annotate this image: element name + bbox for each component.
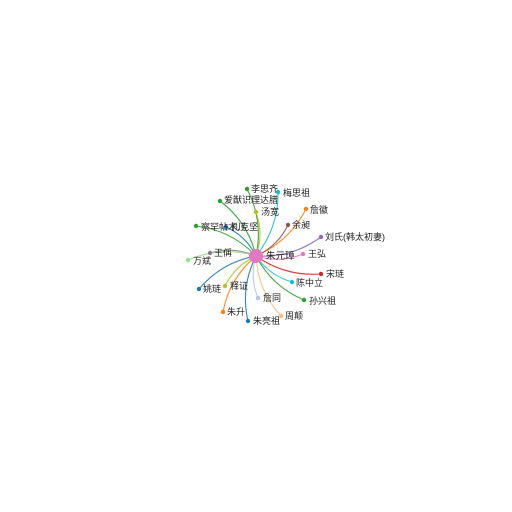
graph-node[interactable]	[253, 209, 259, 215]
node-label: 察罕帖木儿	[201, 221, 246, 232]
node-label: 王弘	[308, 249, 326, 259]
graph-node[interactable]	[318, 271, 324, 277]
graph-node[interactable]	[278, 313, 284, 319]
nodes	[185, 186, 324, 324]
node-label: 万斌	[193, 255, 211, 266]
node-label: 朱升	[227, 306, 245, 317]
node-label: 宋琏	[326, 268, 344, 279]
node-label: 孔克坚	[231, 222, 258, 232]
node-label: 王偁	[214, 247, 232, 258]
graph-node[interactable]	[289, 279, 295, 285]
node-label: 李思齐	[251, 183, 278, 194]
labels: 李思齐梅思祖爱猷识理达腊詹徽 汤宽余昶 察罕帖木儿孔克坚刘氏(韩太初妻) 王弘 王偁万斌…	[193, 183, 385, 326]
edge-n20	[255, 255, 282, 317]
graph-node[interactable]	[223, 224, 229, 230]
hub-label: 朱元璋	[266, 250, 295, 262]
node-label: 汤宽	[261, 206, 279, 217]
graph-node[interactable]	[185, 257, 191, 263]
node-label: 詹徽	[310, 204, 328, 215]
graph-node[interactable]	[255, 295, 261, 301]
graph-node[interactable]	[244, 186, 250, 192]
graph-node[interactable]	[222, 283, 228, 289]
node-label: 刘氏(韩太初妻)	[325, 231, 385, 242]
node-label: 朱亮祖	[253, 315, 280, 326]
node-label: 詹同	[263, 292, 281, 303]
graph-node[interactable]	[318, 234, 324, 240]
graph-node[interactable]	[220, 309, 226, 315]
graph-node[interactable]	[301, 297, 307, 303]
node-label: 姚琏	[203, 283, 221, 294]
node-label: 余昶	[292, 219, 310, 230]
node-label: 梅思祖	[283, 187, 310, 198]
graph-node[interactable]	[196, 286, 202, 292]
node-label: 爱猷识理达腊	[224, 194, 278, 205]
node-label: 释证	[230, 280, 248, 291]
node-label: 周颠	[285, 310, 303, 321]
graph-node[interactable]	[303, 206, 309, 212]
graph-node[interactable]	[193, 223, 199, 229]
graph-node[interactable]	[285, 222, 291, 228]
graph-node[interactable]	[217, 198, 223, 204]
graph-node[interactable]	[300, 251, 306, 257]
graph-node[interactable]	[275, 189, 281, 195]
graph-node[interactable]	[245, 318, 251, 324]
hub-node[interactable]	[249, 249, 263, 263]
node-label: 孙兴祖	[309, 295, 336, 306]
node-label: 陈中立	[296, 277, 323, 288]
graph-node[interactable]	[207, 250, 213, 256]
